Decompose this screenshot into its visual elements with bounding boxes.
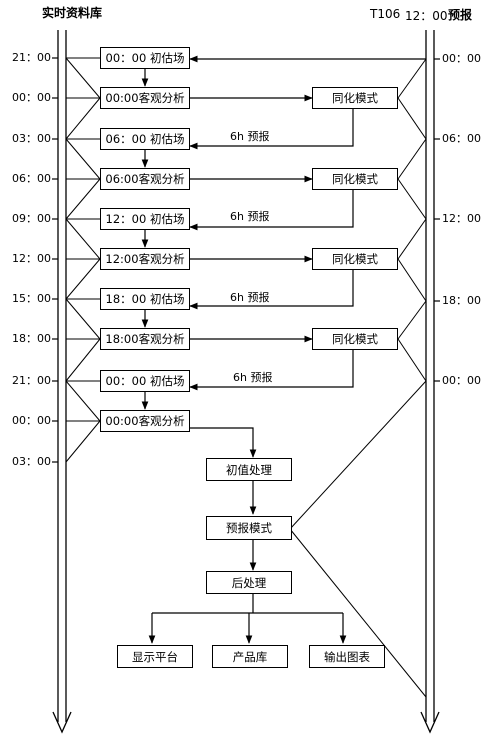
objective-analysis-box: 00:00客观分析 (100, 87, 190, 109)
left-ticks (52, 57, 58, 463)
forecast-model-box: 预报模式 (206, 516, 292, 540)
left-time-label: 21：00 (12, 374, 51, 387)
forecast-6h-label: 6h 预报 (230, 130, 270, 143)
left-time-label: 21：00 (12, 51, 51, 64)
left-connectors (65, 57, 101, 463)
left-time-label: 03：00 (12, 455, 51, 468)
left-time-label: 06：00 (12, 172, 51, 185)
objective-analysis-box: 12:00客观分析 (100, 248, 190, 270)
initial-field-box: 06：00 初估场 (100, 128, 190, 150)
left-time-label: 18：00 (12, 332, 51, 345)
assimilation-model-box: 同化模式 (312, 248, 398, 270)
right-timeline (420, 30, 440, 734)
left-time-label: 03：00 (12, 132, 51, 145)
right-time-label: 00：00 (442, 374, 481, 387)
output-charts-box: 输出图表 (309, 645, 385, 668)
assimilation-model-box: 同化模式 (312, 168, 398, 190)
initial-value-processing-box: 初值处理 (206, 458, 292, 481)
left-timeline (52, 30, 72, 734)
left-time-label: 00：00 (12, 414, 51, 427)
right-title-model: T106 (370, 7, 401, 21)
right-connectors (289, 58, 427, 698)
initial-field-box: 00：00 初估场 (100, 47, 190, 69)
left-title: 实时资料库 (42, 6, 103, 20)
objective-analysis-box: 06:00客观分析 (100, 168, 190, 190)
initial-field-box: 12：00 初估场 (100, 208, 190, 230)
assimilation-model-box: 同化模式 (312, 328, 398, 350)
left-time-label: 00：00 (12, 91, 51, 104)
left-time-label: 15：00 (12, 292, 51, 305)
display-platform-box: 显示平台 (117, 645, 193, 668)
left-time-label: 09：00 (12, 212, 51, 225)
left-time-label: 12：00 (12, 252, 51, 265)
right-time-label: 06：00 (442, 132, 481, 145)
right-title-suffix: 预报 (448, 8, 473, 22)
right-title-time: 12：00 (405, 9, 448, 23)
initial-field-box: 18：00 初估场 (100, 288, 190, 310)
objective-analysis-box: 00:00客观分析 (100, 410, 190, 432)
right-time-label: 00：00 (442, 52, 481, 65)
flow-arrows (141, 55, 426, 644)
assimilation-model-box: 同化模式 (312, 87, 398, 109)
right-ticks (434, 58, 440, 382)
initial-field-box: 00：00 初估场 (100, 370, 190, 392)
right-time-label: 18：00 (442, 294, 481, 307)
forecast-6h-label: 6h 预报 (230, 210, 270, 223)
product-library-box: 产品库 (212, 645, 288, 668)
right-time-label: 12：00 (442, 212, 481, 225)
forecast-6h-label: 6h 预报 (230, 291, 270, 304)
post-processing-box: 后处理 (206, 571, 292, 594)
forecast-6h-label: 6h 预报 (233, 371, 273, 384)
objective-analysis-box: 18:00客观分析 (100, 328, 190, 350)
